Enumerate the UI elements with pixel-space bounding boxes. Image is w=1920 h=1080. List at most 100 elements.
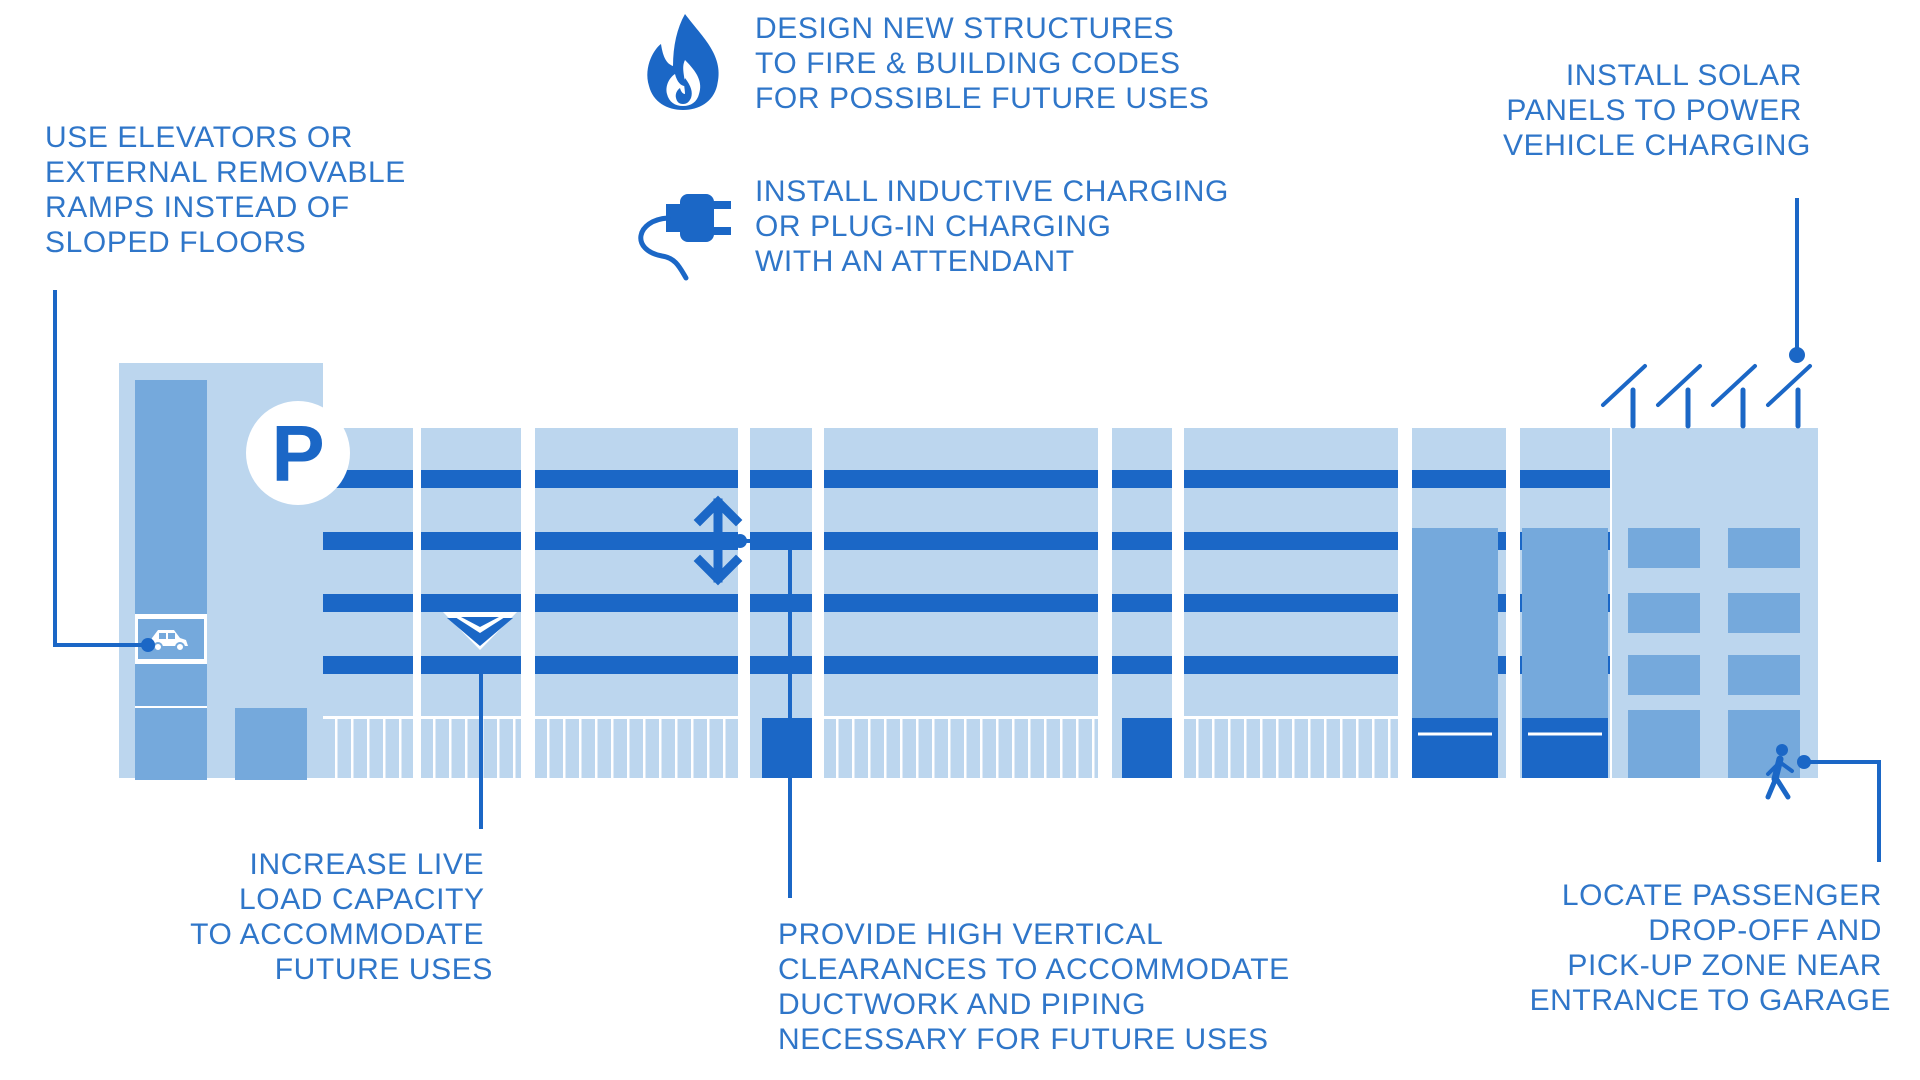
railing-bar (964, 718, 967, 778)
railing-bar (595, 718, 598, 778)
column (1172, 428, 1184, 778)
annex-windows (1628, 528, 1800, 778)
callout-line: DUCTWORK AND PIPING (778, 988, 1146, 1021)
solar-panel (1601, 364, 1647, 407)
railing-bar (579, 718, 582, 778)
railing-bar (465, 718, 468, 778)
parking-sign-letter: P (271, 409, 324, 498)
railing-bar (367, 718, 370, 778)
column (1506, 428, 1520, 778)
annex-window (1728, 593, 1800, 633)
annex-window (1728, 655, 1800, 695)
railing-bar (1060, 718, 1063, 778)
column (1098, 428, 1112, 778)
vertical-clearance-arrow-icon (693, 495, 743, 586)
railing-bar (1076, 718, 1079, 778)
railing-bar (547, 718, 550, 778)
railing-bar (563, 718, 566, 778)
railing-bar (1356, 718, 1359, 778)
callout-line: TO FIRE & BUILDING CODES (755, 47, 1181, 80)
fire-icon (647, 14, 719, 110)
solar-panel (1711, 364, 1757, 407)
callout-line: WITH AN ATTENDANT (755, 245, 1075, 278)
callout-line: FOR POSSIBLE FUTURE USES (755, 82, 1209, 115)
callout-clearance: PROVIDE HIGH VERTICAL CLEARANCES TO ACCO… (778, 918, 1299, 1056)
railing-bar (884, 718, 887, 778)
callout-solar: INSTALL SOLAR PANELS TO POWER VEHICLE CH… (1503, 59, 1811, 162)
railing-bar (1340, 718, 1343, 778)
railing-bar (948, 718, 951, 778)
elevator-connector (53, 290, 148, 647)
callout-line: TO ACCOMMODATE (190, 918, 484, 951)
railing-top (535, 716, 738, 719)
callout-line: PICK-UP ZONE NEAR (1567, 949, 1882, 982)
parking-garage-building (119, 363, 1818, 780)
callout-line: SLOPED FLOORS (45, 226, 306, 259)
railing-bar (1028, 718, 1031, 778)
ground-block-2 (1122, 718, 1172, 778)
railing-bar (611, 718, 614, 778)
callout-line: CLEARANCES TO ACCOMMODATE (778, 953, 1290, 986)
railing-bar (1324, 718, 1327, 778)
railing-top (323, 716, 413, 719)
railing-bar (996, 718, 999, 778)
railing-bar (399, 718, 402, 778)
railing-bar (932, 718, 935, 778)
railing-bar (723, 718, 726, 778)
railing-bar (513, 718, 516, 778)
callout-line: VEHICLE CHARGING (1503, 129, 1811, 162)
floor-slab (323, 532, 1610, 550)
railing-top (421, 716, 521, 719)
railing-bar (1012, 718, 1015, 778)
railing-bar (351, 718, 354, 778)
callout-line: ENTRANCE TO GARAGE (1530, 984, 1891, 1017)
tall-bay-1-door (1412, 718, 1498, 778)
callout-fire-codes: DESIGN NEW STRUCTURES TO FIRE & BUILDING… (755, 12, 1209, 115)
railing-bar (1228, 718, 1231, 778)
railing-bar (1276, 718, 1279, 778)
annex-window (1628, 528, 1700, 568)
callout-line: DROP-OFF AND (1648, 914, 1882, 947)
column (413, 428, 421, 778)
callout-line: USE ELEVATORS OR (45, 121, 353, 154)
railing-bar (449, 718, 452, 778)
railing-bar (659, 718, 662, 778)
annex-window (1728, 528, 1800, 568)
floor-slab (323, 656, 1610, 674)
callout-line: FUTURE USES (275, 953, 493, 986)
floor-slab (323, 470, 1610, 488)
column (812, 428, 824, 778)
annex-door (1628, 710, 1700, 778)
railing-bar (691, 718, 694, 778)
column (521, 428, 535, 778)
callout-line: NECESSARY FOR FUTURE USES (778, 1023, 1269, 1056)
callout-dropoff: LOCATE PASSENGER DROP-OFF AND PICK-UP ZO… (1530, 879, 1891, 1017)
railing-bar (1244, 718, 1247, 778)
railing-bar (852, 718, 855, 778)
callout-charging: INSTALL INDUCTIVE CHARGING OR PLUG-IN CH… (755, 175, 1238, 278)
railing-bar (1308, 718, 1311, 778)
railing-top (1184, 716, 1398, 719)
callout-line: RAMPS INSTEAD OF (45, 191, 350, 224)
dropoff-connector (1804, 760, 1881, 862)
railing-bar (1292, 718, 1295, 778)
railing-bar (1260, 718, 1263, 778)
annex-window (1628, 593, 1700, 633)
tall-bay-1 (1412, 528, 1498, 718)
callout-line: PROVIDE HIGH VERTICAL (778, 918, 1162, 951)
railing-bar (433, 718, 436, 778)
solar-panel (1656, 364, 1702, 407)
railing-bar (1196, 718, 1199, 778)
floor-slab (323, 594, 1610, 612)
railing-bar (916, 718, 919, 778)
plug-icon (638, 194, 731, 281)
connector-lines (53, 198, 1881, 898)
tower-door-block (235, 708, 307, 780)
railing-bar (335, 718, 338, 778)
callout-live-load: INCREASE LIVE LOAD CAPACITY TO ACCOMMODA… (190, 848, 493, 986)
annex-window (1628, 655, 1700, 695)
pedestrian-icon (1765, 744, 1794, 800)
railing-bar (900, 718, 903, 778)
tall-bay-2 (1522, 528, 1608, 718)
